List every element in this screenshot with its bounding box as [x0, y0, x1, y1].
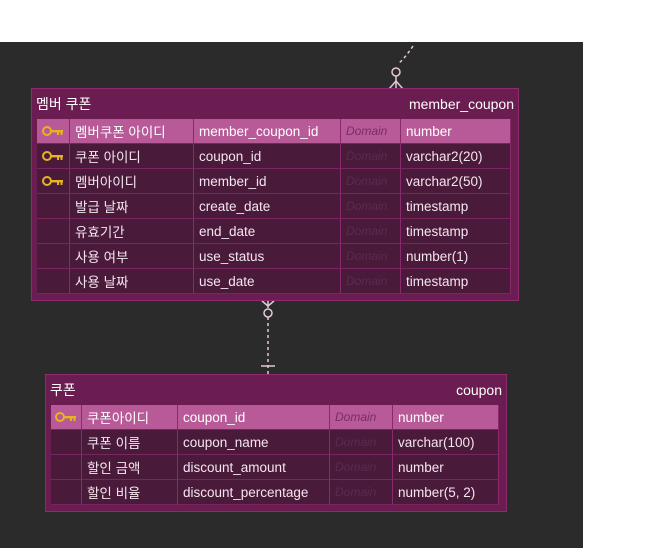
primary-key-icon: [37, 169, 70, 194]
column-logical-name: 할인 비율: [82, 480, 178, 505]
column-physical-name: create_date: [194, 194, 341, 219]
column-domain: Domain: [341, 119, 401, 144]
column-domain: Domain: [330, 480, 393, 505]
column-physical-name: use_status: [194, 244, 341, 269]
key-cell-empty: [51, 480, 82, 505]
column-domain: Domain: [341, 169, 401, 194]
key-cell-empty: [37, 219, 70, 244]
column-physical-name: use_date: [194, 269, 341, 294]
column-domain: Domain: [341, 194, 401, 219]
column-physical-name: end_date: [194, 219, 341, 244]
column-data-type: timestamp: [401, 219, 511, 244]
column-data-type: number: [393, 455, 499, 480]
entity-physical-name: coupon: [456, 382, 502, 398]
column-domain: Domain: [330, 455, 393, 480]
entity-logical-name: 멤버 쿠폰: [36, 96, 92, 112]
primary-key-icon: [51, 405, 82, 430]
column-data-type: varchar2(20): [401, 144, 511, 169]
key-cell-empty: [51, 455, 82, 480]
column-domain: Domain: [330, 430, 393, 455]
column-physical-name: coupon_name: [178, 430, 330, 455]
primary-key-icon: [37, 144, 70, 169]
column-domain: Domain: [341, 144, 401, 169]
column-logical-name: 쿠폰 아이디: [70, 144, 194, 169]
column-logical-name: 할인 금액: [82, 455, 178, 480]
column-physical-name: member_coupon_id: [194, 119, 341, 144]
column-logical-name: 사용 날짜: [70, 269, 194, 294]
column-physical-name: discount_amount: [178, 455, 330, 480]
column-logical-name: 멤버아이디: [70, 169, 194, 194]
column-logical-name: 쿠폰아이디: [82, 405, 178, 430]
column-data-type: number(1): [401, 244, 511, 269]
key-cell-empty: [37, 269, 70, 294]
key-cell-empty: [37, 194, 70, 219]
column-data-type: varchar(100): [393, 430, 499, 455]
column-logical-name: 유효기간: [70, 219, 194, 244]
column-data-type: timestamp: [401, 269, 511, 294]
primary-key-icon: [37, 119, 70, 144]
column-logical-name: 쿠폰 이름: [82, 430, 178, 455]
key-cell-empty: [51, 430, 82, 455]
column-physical-name: coupon_id: [194, 144, 341, 169]
column-physical-name: coupon_id: [178, 405, 330, 430]
key-cell-empty: [37, 244, 70, 269]
column-data-type: number(5, 2): [393, 480, 499, 505]
column-data-type: number: [393, 405, 499, 430]
column-logical-name: 멤버쿠폰 아이디: [70, 119, 194, 144]
entity-physical-name: member_coupon: [408, 96, 514, 112]
column-data-type: varchar2(50): [401, 169, 511, 194]
column-domain: Domain: [330, 405, 393, 430]
column-physical-name: discount_percentage: [178, 480, 330, 505]
column-domain: Domain: [341, 219, 401, 244]
entity-logical-name: 쿠폰: [50, 382, 76, 398]
column-physical-name: member_id: [194, 169, 341, 194]
column-domain: Domain: [341, 244, 401, 269]
column-logical-name: 사용 여부: [70, 244, 194, 269]
column-domain: Domain: [341, 269, 401, 294]
entity-header: 멤버 쿠폰 member_coupon: [32, 89, 518, 119]
column-logical-name: 발급 날짜: [70, 194, 194, 219]
column-data-type: timestamp: [401, 194, 511, 219]
column-data-type: number: [401, 119, 511, 144]
entity-header: 쿠폰 coupon: [46, 375, 506, 405]
